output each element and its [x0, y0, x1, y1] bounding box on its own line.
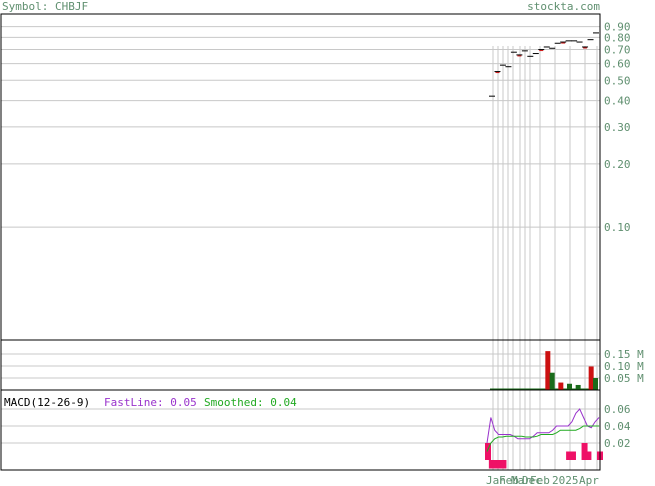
macd-tick-label: 0.02	[604, 437, 631, 450]
x-tick-label: Jan	[486, 474, 506, 486]
macd-histogram-bar	[581, 443, 588, 460]
macd-panel-frame	[0, 389, 601, 471]
symbol-label: Symbol: CHBJF	[2, 0, 89, 13]
price-tick-label: 0.20	[604, 158, 631, 171]
volume-bar	[549, 372, 555, 390]
macd-fast-line	[486, 408, 600, 444]
volume-bar	[588, 366, 594, 390]
macd-histogram-bar	[492, 460, 499, 469]
price-tick-label: 0.30	[604, 121, 631, 134]
volume-panel-frame	[0, 339, 601, 391]
price-tick-label: 0.90	[604, 21, 631, 34]
macd-histogram-bar	[569, 451, 576, 460]
macd-histogram-bar	[500, 460, 507, 469]
price-tick-label: 0.70	[604, 44, 631, 57]
macd-tick-label: 0.04	[604, 420, 631, 433]
volume-tick-label: 0.05 M	[604, 372, 644, 385]
volume-bar	[575, 384, 581, 390]
x-tick-label: Mar	[511, 474, 531, 486]
site-name[interactable]: stockta.com	[527, 0, 600, 13]
x-tick-label: Apr	[579, 474, 599, 486]
price-tick-label: 0.60	[604, 58, 631, 71]
price-tick-label: 0.80	[604, 31, 631, 44]
x-tick-label: Dec	[522, 474, 542, 486]
macd-histogram-bar	[585, 451, 592, 460]
macd-histogram-bar	[485, 443, 491, 460]
x-tick-label: Feb	[499, 474, 519, 486]
x-tick-label: 2025	[552, 474, 579, 486]
volume-tick-label: 0.10 M	[604, 360, 644, 373]
macd-histogram-bar	[566, 451, 573, 460]
price-tick-label: 0.50	[604, 74, 631, 87]
volume-tick-label: 0.15 M	[604, 348, 644, 361]
volume-bar	[593, 378, 598, 390]
macd-smoothed-label: Smoothed: 0.04	[204, 396, 297, 409]
macd-title: MACD(12-26-9)	[4, 396, 90, 409]
price-tick-label: 0.10	[604, 221, 631, 234]
price-panel-frame	[0, 13, 601, 341]
volume-bar	[567, 383, 572, 390]
macd-fast-label: FastLine: 0.05	[104, 396, 197, 409]
volume-bar	[545, 351, 551, 390]
macd-histogram-bar	[488, 460, 495, 469]
volume-bar	[558, 382, 564, 390]
macd-smoothed-line	[486, 425, 599, 452]
macd-tick-label: 0.06	[604, 403, 631, 416]
macd-histogram-bar	[496, 460, 503, 469]
x-tick-label: Feb	[530, 474, 550, 486]
price-tick-label: 0.40	[604, 95, 631, 108]
